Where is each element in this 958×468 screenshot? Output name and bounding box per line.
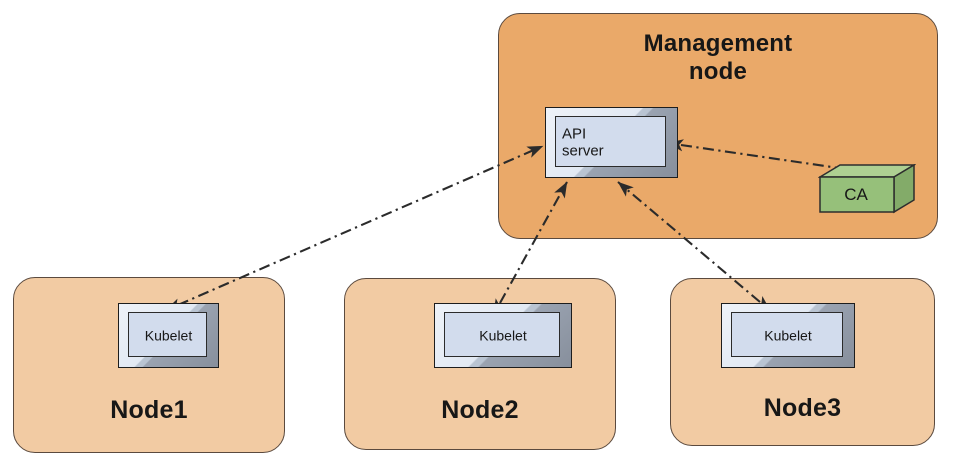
- management-node-label: Management node: [498, 30, 938, 86]
- kubelet-inner-face-node3: [731, 312, 843, 357]
- api-server-label: API server: [562, 125, 604, 160]
- ca-cuboid-shape: [817, 163, 917, 214]
- connector-kubelet3-api-server: [617, 181, 771, 311]
- kubelet-inner-face-node2: [444, 312, 560, 357]
- api-server-box[interactable]: API server: [545, 107, 678, 178]
- kubelet-box-node2[interactable]: Kubelet: [434, 303, 572, 368]
- management-node-label-line2: node: [688, 58, 748, 85]
- kubelet-inner-face-node1: [128, 312, 207, 357]
- api-server-inner-face: [555, 116, 666, 167]
- connector-kubelet2-api-server: [493, 181, 568, 316]
- node-label-1: Node1: [110, 396, 188, 424]
- node-label-2: Node2: [441, 396, 519, 424]
- ca-label: CA: [844, 185, 868, 204]
- api-server-label-line1: API: [562, 124, 587, 142]
- kubelet-label-node2: Kubelet: [479, 327, 527, 344]
- ca-cuboid[interactable]: CA: [817, 163, 917, 214]
- kubelet-label-node3: Kubelet: [764, 327, 812, 344]
- kubelet-box-node1[interactable]: Kubelet: [118, 303, 219, 368]
- node-label-3: Node3: [763, 394, 842, 422]
- api-server-label-line2: server: [562, 142, 604, 160]
- kubelet-label-node1: Kubelet: [144, 327, 193, 344]
- kubelet-box-node3[interactable]: Kubelet: [721, 303, 855, 368]
- connector-kubelet1-api-server: [165, 145, 544, 311]
- management-node-label-line1: Management: [643, 30, 793, 57]
